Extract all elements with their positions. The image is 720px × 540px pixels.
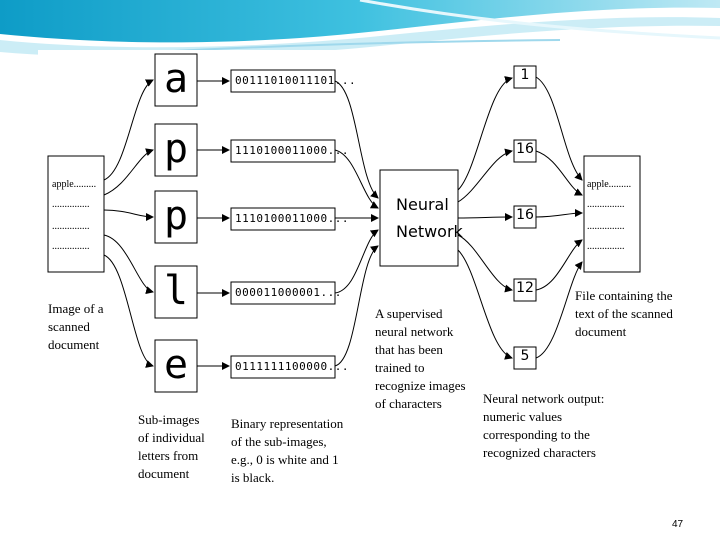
caption-line: text of the scanned: [575, 306, 673, 321]
caption-line: recognize images: [375, 378, 466, 393]
binary-box-3: [230, 207, 336, 231]
binary-code: 1110100011000...: [235, 144, 349, 157]
binary-code: 000011000001...: [235, 286, 342, 299]
output-number: 5: [520, 348, 530, 364]
output-doc-line: ...............: [587, 241, 625, 252]
caption-line: Binary representation: [231, 416, 344, 431]
caption-line: letters from: [138, 448, 199, 463]
neural-network-label: Neural Network: [396, 191, 463, 245]
input-doc-line: ...............: [52, 199, 90, 210]
binary-box-2: [230, 139, 336, 163]
network-caption: A supervised neural network that has bee…: [375, 305, 466, 413]
diagram-lines: [47, 53, 641, 393]
slide-number: 47: [672, 519, 684, 530]
caption-line: corresponding to the: [483, 427, 590, 442]
input-doc-line: apple.........: [52, 179, 97, 190]
caption-line: A supervised: [375, 306, 443, 321]
binary-code: 0111111100000...: [235, 360, 349, 373]
output-doc-line: ...............: [587, 199, 625, 210]
slide-area: apple......... ............... .........…: [38, 50, 710, 500]
binary-code: 1110100011000...: [235, 212, 349, 225]
output-caption: Neural network output: numeric values co…: [483, 390, 604, 462]
letter-p: p: [163, 193, 189, 239]
binary-caption: Binary representation of the sub-images,…: [231, 415, 343, 487]
caption-line: scanned: [48, 319, 90, 334]
caption-line: is black.: [231, 470, 275, 485]
input-document-box: [47, 155, 105, 273]
letter-e: e: [163, 342, 189, 388]
caption-line: Sub-images: [138, 412, 200, 427]
letter-box-a: [154, 53, 198, 107]
input-doc-line: ...............: [52, 221, 90, 232]
output-number: 16: [516, 207, 534, 223]
caption-line: of the sub-images,: [231, 434, 327, 449]
caption-line: of characters: [375, 396, 442, 411]
output-document-box: [583, 155, 641, 273]
caption-line: trained to: [375, 360, 425, 375]
caption-line: Neural network output:: [483, 391, 605, 406]
caption-line: e.g., 0 is white and 1: [231, 452, 339, 467]
letter-p: p: [163, 126, 189, 172]
neural-network-box: [379, 169, 459, 267]
caption-line: File containing the: [575, 288, 673, 303]
caption-line: recognized characters: [483, 445, 596, 460]
caption-line: that has been: [375, 342, 443, 357]
caption-line: neural network: [375, 324, 454, 339]
input-doc-line: ...............: [52, 241, 90, 252]
nn-label-line: Network: [396, 222, 463, 241]
output-number: 16: [516, 141, 534, 157]
letter-box-p1: [154, 123, 198, 177]
caption-line: numeric values: [483, 409, 563, 424]
output-document-caption: File containing the text of the scanned …: [575, 287, 673, 341]
letter-box-l: [154, 265, 198, 319]
output-number: 1: [520, 67, 530, 83]
letter-l: l: [163, 268, 189, 314]
caption-line: document: [138, 466, 190, 481]
sub-images-caption: Sub-images of individual letters from do…: [138, 411, 205, 483]
output-doc-line: ...............: [587, 221, 625, 232]
nn-label-line: Neural: [396, 195, 449, 214]
caption-line: document: [48, 337, 100, 352]
caption-line: Image of a: [48, 301, 104, 316]
caption-line: document: [575, 324, 627, 339]
binary-box-5: [230, 355, 336, 379]
input-document-caption: Image of a scanned document: [48, 300, 104, 354]
letter-box-p2: [154, 190, 198, 244]
binary-code: 00111010011101...: [235, 74, 357, 87]
output-number: 12: [516, 280, 534, 296]
letter-a: a: [163, 56, 189, 102]
output-doc-line: apple.........: [587, 179, 632, 190]
caption-line: of individual: [138, 430, 205, 445]
